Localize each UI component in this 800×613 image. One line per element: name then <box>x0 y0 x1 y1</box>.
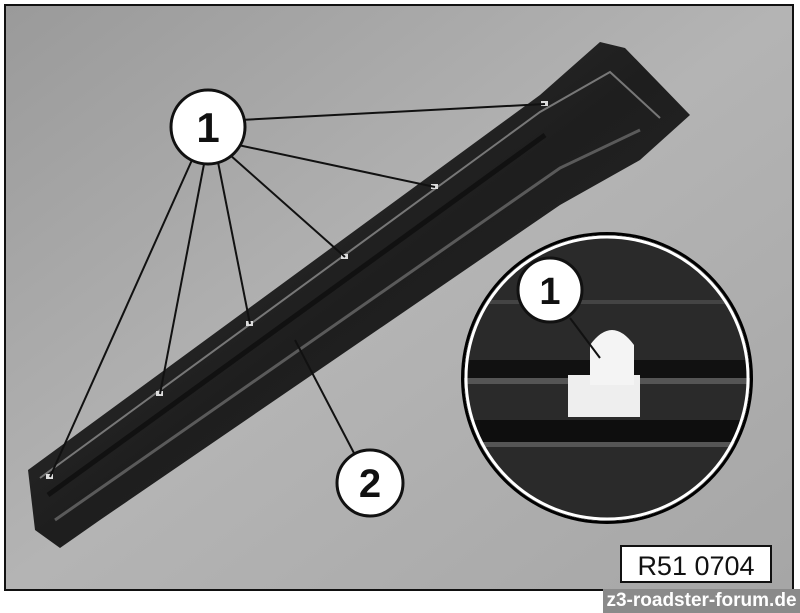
leader-lines <box>49 103 546 478</box>
svg-text:2: 2 <box>359 462 381 506</box>
clip-head <box>590 330 634 385</box>
callout-1: 1 <box>169 88 247 166</box>
watermark: z3-roadster-forum.de <box>603 589 800 613</box>
svg-text:1: 1 <box>196 104 219 151</box>
callout-2: 2 <box>335 448 405 518</box>
reference-code: R51 0704 <box>620 545 772 583</box>
svg-text:1: 1 <box>539 271 560 313</box>
detail-inset: 1 <box>461 232 753 524</box>
trim-rail <box>28 42 690 548</box>
